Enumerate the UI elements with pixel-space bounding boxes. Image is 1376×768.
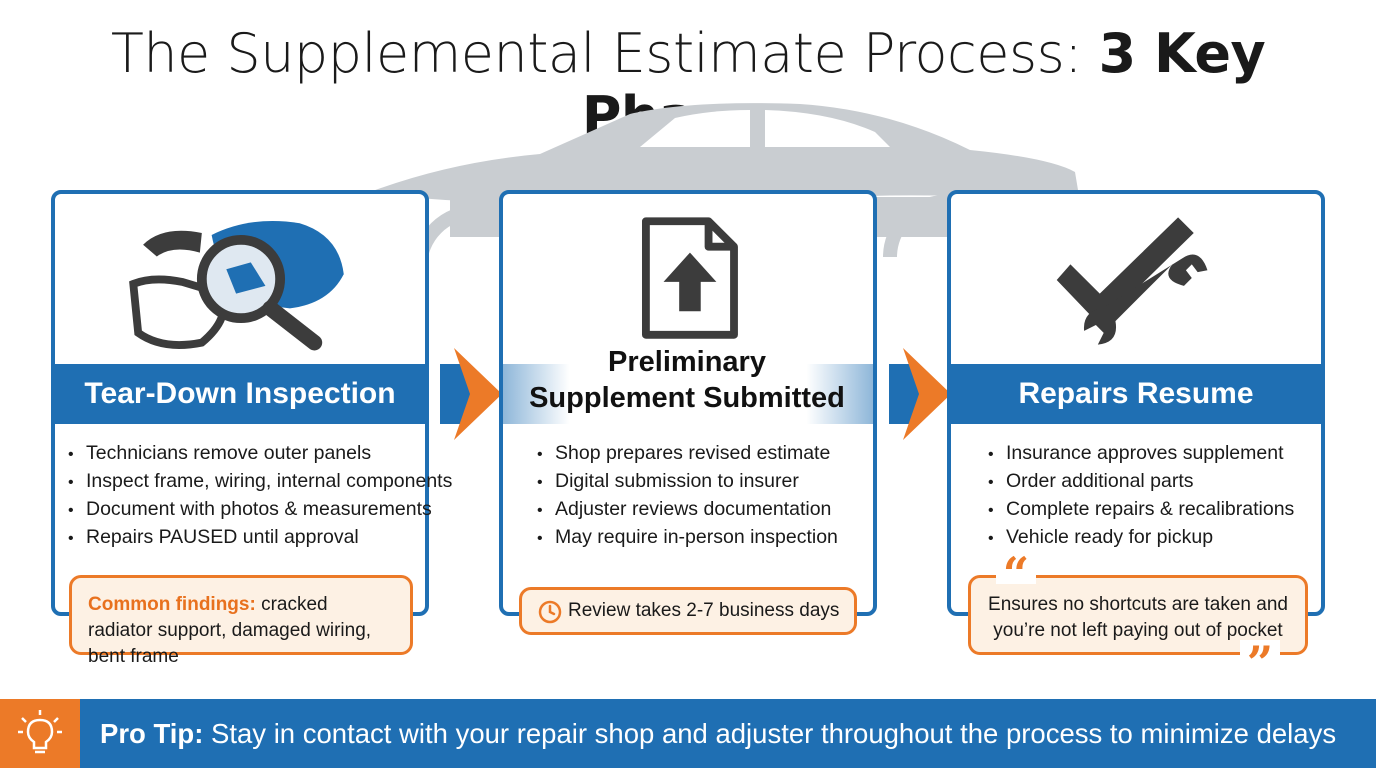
callout-line2: you’re not left paying out of pocket	[993, 620, 1283, 641]
list-item: May require in-person inspection	[537, 524, 838, 552]
title-normal: The Supplemental Estimate Process:	[110, 22, 1099, 85]
lightbulb-icon	[18, 710, 62, 754]
pro-tip-body: Stay in contact with your repair shop an…	[203, 718, 1337, 749]
phase-2-heading-band	[503, 364, 873, 424]
callout-text: Review takes 2-7 business days	[568, 600, 840, 621]
page-title: The Supplemental Estimate Process: 3 Key…	[0, 22, 1376, 148]
phase-1-bullets: Technicians remove outer panels Inspect …	[68, 440, 452, 552]
flow-arrow-1	[440, 348, 502, 440]
list-item: Adjuster reviews documentation	[537, 496, 838, 524]
pro-tip-text: Pro Tip: Stay in contact with your repai…	[100, 699, 1336, 768]
phase-2-callout: Review takes 2-7 business days	[519, 587, 857, 635]
list-item: Complete repairs & recalibrations	[988, 496, 1294, 524]
callout-label: Common findings:	[88, 594, 256, 615]
lightbulb-icon-box	[0, 699, 80, 768]
clock-icon	[538, 600, 562, 624]
list-item: Technicians remove outer panels	[68, 440, 452, 468]
list-item: Document with photos & measurements	[68, 496, 452, 524]
callout-text: cracked radiator support, damaged wiring…	[88, 594, 372, 667]
phase-2-heading: Preliminary Supplement Submitted	[500, 344, 874, 416]
quote-open-icon: “	[996, 548, 1036, 600]
quote-close-icon: ”	[1240, 640, 1280, 686]
list-item: Shop prepares revised estimate	[537, 440, 838, 468]
phase-2-heading-line2: Supplement Submitted	[529, 382, 845, 414]
flow-arrow-2	[889, 348, 951, 440]
list-item: Vehicle ready for pickup	[988, 524, 1294, 552]
list-item: Insurance approves supplement	[988, 440, 1294, 468]
phase-3-heading-band: Repairs Resume	[951, 364, 1321, 424]
car-parts-magnifier-icon	[129, 220, 344, 351]
list-item: Digital submission to insurer	[537, 468, 838, 496]
phase-1-heading-band: Tear-Down Inspection	[55, 364, 425, 424]
phase-3-bullets: Insurance approves supplement Order addi…	[988, 440, 1294, 552]
phase-1-heading: Tear-Down Inspection	[84, 377, 396, 410]
phase-2-heading-line1: Preliminary	[608, 346, 766, 378]
phase-2-bullets: Shop prepares revised estimate Digital s…	[537, 440, 838, 552]
phase-3-heading: Repairs Resume	[1018, 377, 1254, 410]
phase-1-callout: Common findings: cracked radiator suppor…	[69, 575, 413, 667]
pro-tip-label: Pro Tip:	[100, 718, 204, 749]
document-upload-icon	[641, 217, 738, 339]
list-item: Inspect frame, wiring, internal componen…	[68, 468, 452, 496]
pro-tip-banner: Pro Tip: Stay in contact with your repai…	[0, 699, 1376, 768]
list-item: Order additional parts	[988, 468, 1294, 496]
check-wrench-icon	[1056, 217, 1208, 345]
callout-line1: Ensures no shortcuts are taken and	[988, 594, 1288, 615]
list-item: Repairs PAUSED until approval	[68, 524, 452, 552]
